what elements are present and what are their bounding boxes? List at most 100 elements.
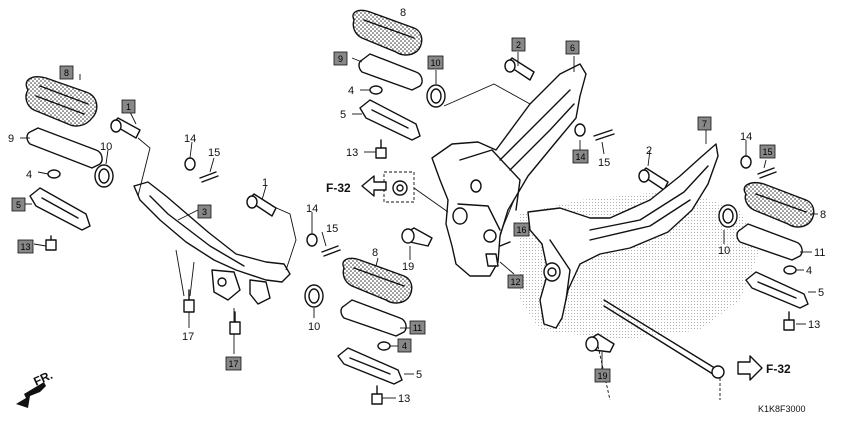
- svg-text:15: 15: [762, 147, 772, 157]
- upper-washer-4c: [369, 85, 383, 95]
- right-cotter-pin-15d: [757, 167, 777, 179]
- left-cotter-pin-15b: [321, 245, 341, 257]
- callout-11b: 11: [814, 247, 825, 259]
- upper-bolt-13c: [375, 139, 387, 159]
- callout-8: 8: [59, 65, 74, 80]
- svg-text:2: 2: [516, 40, 521, 50]
- svg-text:8: 8: [64, 68, 69, 78]
- left-bolt-17b: [229, 311, 241, 335]
- svg-text:3: 3: [202, 207, 207, 217]
- center-pin-12: [485, 241, 511, 267]
- svg-text:6: 6: [570, 43, 575, 53]
- right-pin-2b: [638, 167, 669, 191]
- callout-5c: 5: [340, 109, 346, 121]
- svg-text:16: 16: [516, 225, 526, 235]
- svg-text:19: 19: [597, 371, 607, 381]
- callout-10: 10: [100, 141, 112, 153]
- ref-label-right: F-32: [766, 362, 791, 376]
- svg-text:7: 7: [702, 119, 707, 129]
- callout-15b: 15: [326, 223, 338, 235]
- callout-10d: 10: [718, 245, 730, 257]
- right-washer-14d: [740, 155, 752, 169]
- callout-13b: 13: [398, 393, 410, 405]
- center-footpeg-rubber-8: [342, 257, 413, 304]
- left-footpeg-bar: [26, 127, 103, 169]
- left-footpeg-rubber: [25, 76, 98, 127]
- ref-arrow-left: F-32: [326, 175, 387, 197]
- left-bolt-17a: [183, 289, 195, 313]
- right-bracket-7: [527, 143, 719, 329]
- upper-step-holder-5c: [359, 99, 421, 141]
- center-bolt-19a: [401, 227, 433, 247]
- center-collar-10b: [304, 284, 324, 308]
- center-bracket-6: [431, 63, 587, 277]
- callout-15d: 15: [759, 144, 776, 159]
- svg-text:17: 17: [228, 359, 238, 369]
- callout-9b: 9: [333, 51, 348, 66]
- callout-17a: 17: [182, 331, 194, 343]
- center-pin-2a: [504, 57, 535, 81]
- callout-1: 1: [121, 99, 136, 114]
- callout-12: 12: [507, 274, 524, 289]
- right-step-holder-5d: [745, 271, 809, 309]
- svg-text:1: 1: [126, 102, 131, 112]
- callout-14d: 14: [740, 131, 752, 143]
- long-bolt-19b: [585, 299, 725, 379]
- right-washer-4d: [783, 265, 797, 275]
- callout-8c: 8: [400, 7, 406, 19]
- ref-label-left: F-32: [326, 181, 351, 195]
- right-footpeg-rubber-8d: [743, 182, 815, 228]
- callout-7: 7: [697, 116, 712, 131]
- callout-15c: 15: [598, 157, 610, 169]
- callout-13: 13: [17, 239, 34, 254]
- callout-6: 6: [565, 40, 580, 55]
- callout-15: 15: [208, 147, 220, 159]
- callout-4d: 4: [806, 265, 812, 277]
- ref-arrow-right: F-32: [737, 355, 791, 381]
- callout-3: 3: [197, 204, 212, 219]
- callout-10b: 10: [308, 321, 320, 333]
- center-cotter-pin-15c: [593, 129, 615, 141]
- center-bolt-13b: [371, 385, 383, 405]
- upper-footpeg-rubber-8c: [352, 9, 423, 56]
- center-step-holder-5b: [337, 347, 403, 385]
- callout-2: 2: [511, 37, 526, 52]
- svg-text:9: 9: [338, 54, 343, 64]
- svg-text:11: 11: [413, 323, 422, 333]
- callout-5: 5: [11, 197, 26, 212]
- callout-14: 14: [184, 133, 196, 145]
- callout-5b: 5: [416, 369, 422, 381]
- callout-10c: 10: [427, 55, 444, 70]
- callout-14b: 14: [306, 203, 318, 215]
- callout-9: 9: [8, 133, 14, 145]
- callout-4c: 4: [348, 85, 354, 97]
- callout-4: 4: [26, 169, 32, 181]
- center-washer-14c: [574, 123, 586, 137]
- right-collar-10d: [718, 204, 738, 228]
- left-bracket-3: [133, 181, 291, 305]
- left-cotter-pin-15: [199, 171, 219, 183]
- callout-13c: 13: [346, 147, 358, 159]
- callout-2b: 2: [646, 145, 652, 157]
- callout-16: 16: [513, 222, 530, 237]
- callout-5d: 5: [818, 287, 824, 299]
- upper-collar-10c: [426, 84, 446, 108]
- callout-8b: 8: [372, 247, 378, 259]
- svg-text:4: 4: [402, 341, 407, 351]
- svg-text:14: 14: [575, 152, 585, 162]
- diagram-code: K1K8F3000: [758, 404, 806, 414]
- svg-text:10: 10: [430, 58, 440, 68]
- callout-19a: 19: [402, 261, 414, 273]
- direction-label: FR.: [31, 368, 54, 389]
- callout-19b: 19: [594, 368, 611, 383]
- callout-17b: 17: [225, 356, 242, 371]
- left-collar-10: [94, 164, 114, 188]
- callout-1b: 1: [262, 177, 268, 189]
- upper-footpeg-bar-9b: [358, 53, 423, 91]
- callout-4b: 4: [397, 338, 412, 353]
- direction-indicator: FR.: [16, 368, 55, 408]
- svg-text:13: 13: [20, 242, 30, 252]
- left-pin-1: [110, 117, 141, 139]
- callout-8d: 8: [820, 209, 826, 221]
